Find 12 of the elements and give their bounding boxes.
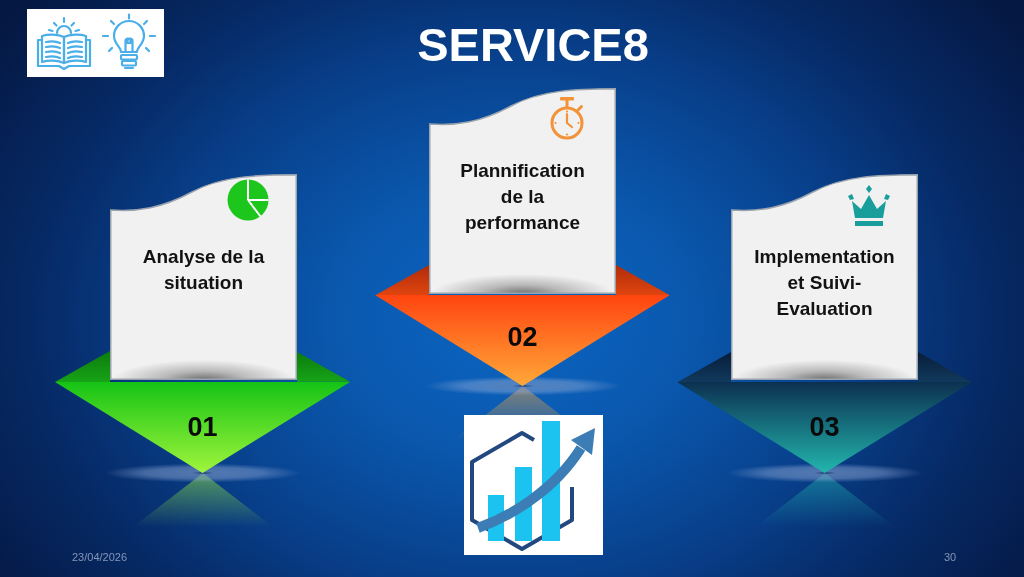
step-number: 01 <box>187 412 218 442</box>
step-number: 03 <box>809 412 840 442</box>
step-card <box>429 88 616 294</box>
step-title: Plannification de la performance <box>459 159 586 235</box>
step-number: 02 <box>507 322 538 352</box>
slide-title: SERVICE8 <box>417 18 649 72</box>
step-card <box>110 174 297 380</box>
page-number: 30 <box>944 550 957 564</box>
step-title: Analyse de la situation <box>141 245 266 295</box>
step-card <box>731 174 918 380</box>
step-title: Implementation et Suivi-Evaluation <box>753 245 896 321</box>
date-label: 23/04/2026 <box>72 550 128 564</box>
